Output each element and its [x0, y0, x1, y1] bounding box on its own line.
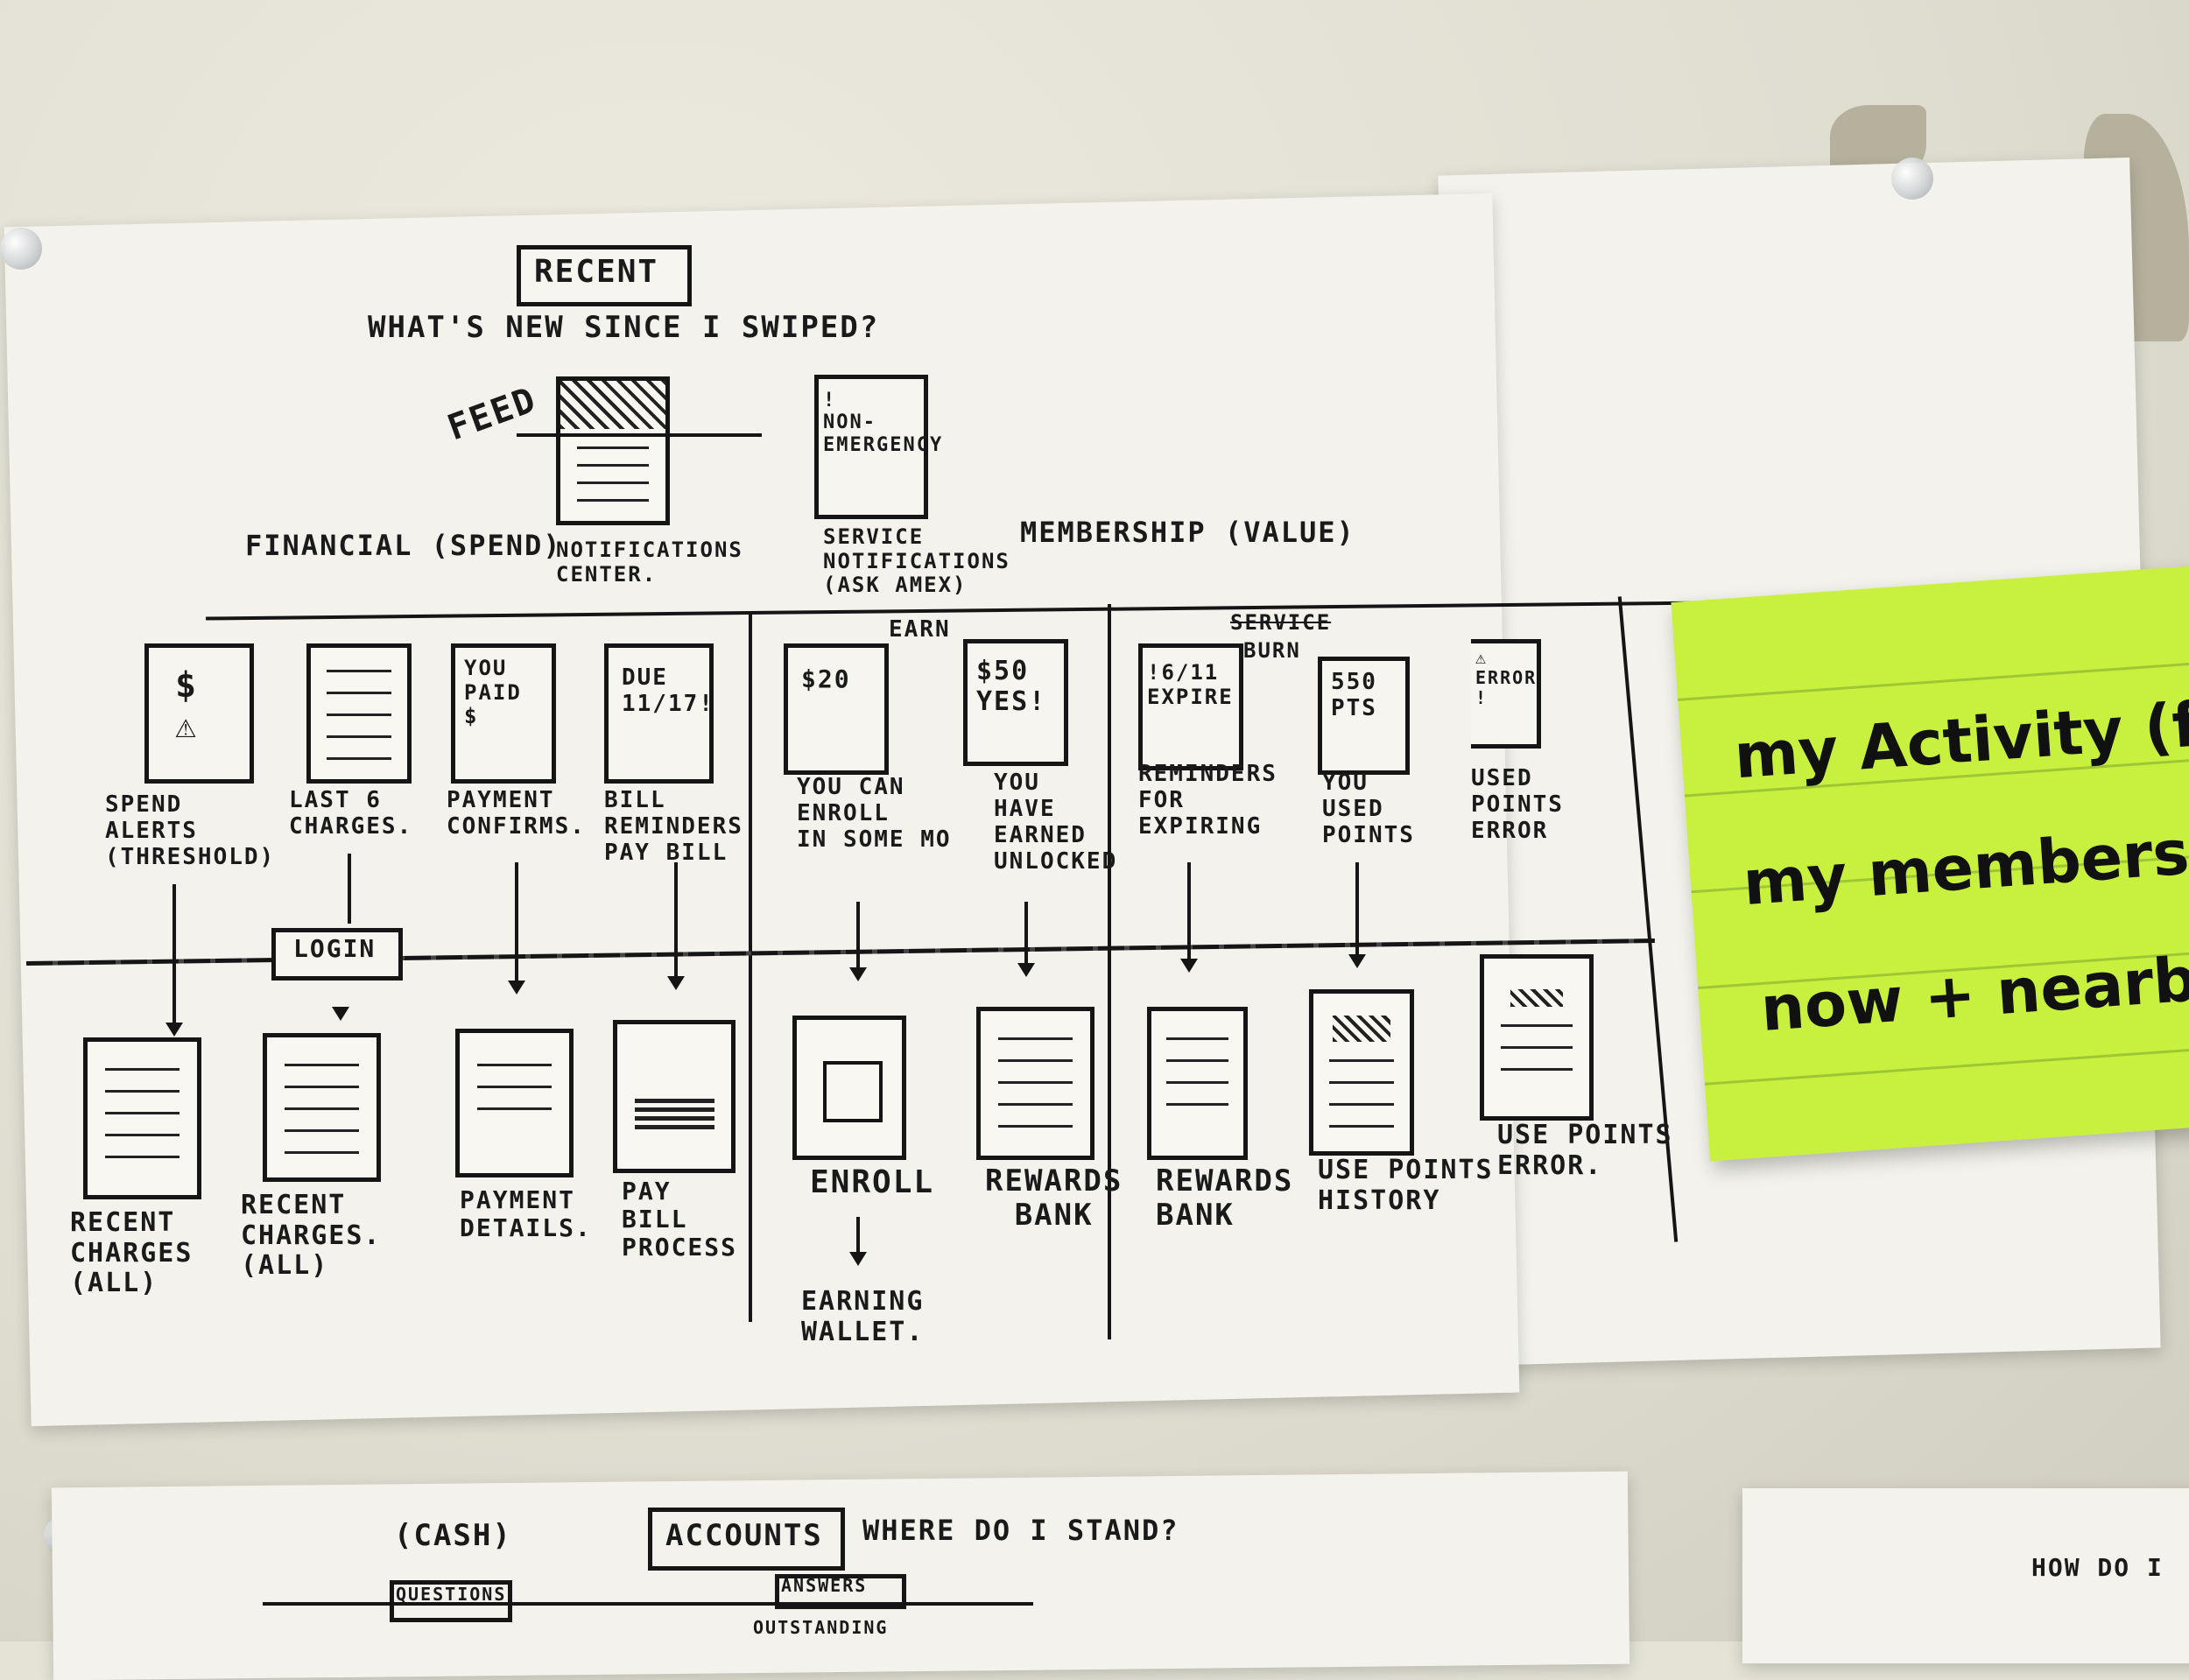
burn-label: BURN — [1243, 638, 1301, 663]
use-points-error-screen — [1480, 954, 1594, 1121]
flow-arrow — [172, 884, 176, 1024]
use-points-history-screen — [1309, 989, 1414, 1156]
arrow-down-icon — [849, 967, 867, 981]
flow-arrow — [856, 902, 860, 972]
earned-reward-card-text: $50 YES! — [976, 656, 1047, 717]
flow-arrow — [1187, 862, 1191, 963]
payment-details-caption: PAYMENT DETAILS. — [460, 1185, 592, 1243]
questions-label: QUESTIONS — [396, 1584, 507, 1605]
feed-arrow — [517, 433, 762, 437]
points-error-card-text: ⚠ ERROR ! — [1475, 647, 1538, 708]
rewards-bank-screen-2 — [1147, 1007, 1248, 1160]
expiring-reminder-card — [1138, 643, 1243, 770]
flow-arrow — [674, 862, 678, 976]
push-pin-icon — [1891, 158, 1933, 200]
earned-reward-card — [963, 639, 1068, 766]
sticky-note: my Activity (feed) my membership ( now +… — [1671, 563, 2189, 1162]
use-points-history-caption: USE POINTS HISTORY — [1318, 1155, 1494, 1216]
pay-bill-screen — [613, 1020, 736, 1173]
how-do-i-label: HOW DO I — [2031, 1553, 2164, 1582]
flow-arrow — [1024, 902, 1028, 967]
answers-box — [775, 1574, 906, 1609]
enroll-screen — [792, 1016, 906, 1160]
enroll-offer-caption: YOU CAN ENROLL IN SOME MO — [797, 774, 952, 853]
outstanding-label: OUTSTANDING — [753, 1617, 889, 1638]
right-lower-sheet — [1742, 1488, 2189, 1663]
accounts-branch-line — [263, 1602, 1033, 1606]
divider-line — [1108, 604, 1111, 1339]
bill-reminder-card — [604, 643, 714, 784]
points-error-caption: USED POINTS ERROR — [1471, 765, 1564, 844]
earned-reward-caption: YOU HAVE EARNED UNLOCKED — [994, 770, 1118, 875]
financial-spend-label: FINANCIAL (SPEND) — [245, 529, 562, 562]
used-points-caption: YOU USED POINTS — [1322, 770, 1415, 848]
page-subtitle: WHAT'S NEW SINCE I SWIPED? — [368, 310, 880, 345]
enroll-offer-card-text: $20 — [801, 664, 851, 693]
answers-label: ANSWERS — [781, 1575, 868, 1596]
enroll-offer-card — [784, 643, 889, 775]
expiring-reminder-card-text: !6/11 EXPIRE — [1147, 660, 1234, 709]
use-points-error-caption: USE POINTS ERROR. — [1497, 1120, 1673, 1181]
payment-confirm-card-text: YOU PAID $ — [464, 656, 522, 729]
arrow-down-icon — [332, 1007, 349, 1021]
sticky-line-now-nearby: now + nearby ( — [1758, 937, 2189, 1045]
earn-label: EARN — [889, 616, 951, 643]
page-title: RECENT — [534, 254, 659, 290]
sticky-line-activity: my Activity (feed) — [1732, 678, 2189, 793]
used-points-card-text: 550 PTS — [1331, 669, 1377, 721]
accounts-title-box — [648, 1508, 845, 1571]
login-label: LOGIN — [293, 934, 377, 963]
rewards-bank-screen — [976, 1007, 1094, 1160]
spend-alerts-card-text: $ ⚠ — [175, 665, 199, 746]
notifications-center-sketch — [556, 376, 670, 525]
divider-line — [749, 613, 752, 1322]
questions-box — [390, 1580, 512, 1622]
bill-reminder-card-text: DUE 11/17! — [622, 664, 714, 717]
payment-details-screen — [455, 1029, 574, 1177]
arrow-down-icon — [667, 976, 685, 990]
arrow-down-icon — [1180, 959, 1198, 973]
recent-charges-all-caption: RECENT CHARGES. (ALL) — [241, 1190, 382, 1281]
flow-arrow — [856, 1217, 860, 1256]
service-notifications-label: SERVICE NOTIFICATIONS (ASK AMEX) — [823, 524, 1010, 598]
enroll-caption: ENROLL — [810, 1164, 935, 1200]
arrow-down-icon — [508, 981, 525, 995]
spend-alerts-caption: SPEND ALERTS (THRESHOLD) — [105, 791, 276, 870]
payment-confirm-card — [451, 643, 556, 784]
earning-wallet-label: EARNING WALLET. — [801, 1286, 925, 1347]
arrow-down-icon — [849, 1252, 867, 1266]
expiring-reminder-caption: REMINDERS FOR EXPIRING — [1138, 761, 1278, 840]
used-points-card — [1318, 657, 1410, 775]
rewards-bank-caption: REWARDS BANK — [985, 1163, 1123, 1234]
service-struck-label: SERVICE — [1230, 610, 1332, 635]
push-pin-icon — [0, 228, 42, 270]
recent-charges-caption: RECENT CHARGES (ALL) — [70, 1207, 194, 1298]
sticky-line-membership: my membership ( — [1741, 805, 2189, 920]
membership-value-label: MEMBERSHIP (VALUE) — [1020, 516, 1355, 549]
recent-charges-all-screen — [263, 1033, 381, 1182]
flow-arrow — [515, 862, 518, 981]
pay-bill-caption: PAY BILL PROCESS — [622, 1177, 738, 1262]
payment-confirm-caption: PAYMENT CONFIRMS. — [447, 787, 586, 840]
recent-title-box — [517, 245, 692, 306]
spend-alerts-card — [144, 643, 254, 784]
arrow-down-icon — [1017, 963, 1035, 977]
accounts-subtitle: WHERE DO I STAND? — [862, 1514, 1179, 1547]
notifications-center-label: NOTIFICATIONS CENTER. — [556, 538, 743, 587]
recent-charges-screen — [83, 1037, 201, 1199]
arrow-down-icon — [1348, 954, 1366, 968]
last-charges-card — [306, 643, 412, 784]
service-card-text: ! NON- EMERGENCY — [823, 390, 944, 456]
login-box — [271, 928, 403, 981]
arrow-down-icon — [165, 1023, 183, 1037]
accounts-title: ACCOUNTS — [665, 1518, 823, 1553]
bill-reminder-caption: BILL REMINDERS PAY BILL — [604, 787, 743, 866]
service-notification-card — [814, 375, 928, 519]
last-charges-caption: LAST 6 CHARGES. — [289, 787, 413, 840]
cash-label: (CASH) — [394, 1518, 512, 1553]
flow-arrow — [348, 854, 351, 924]
rewards-bank-caption-2: REWARDS BANK — [1156, 1163, 1294, 1234]
points-error-card — [1471, 639, 1541, 749]
flow-arrow — [1355, 862, 1359, 959]
